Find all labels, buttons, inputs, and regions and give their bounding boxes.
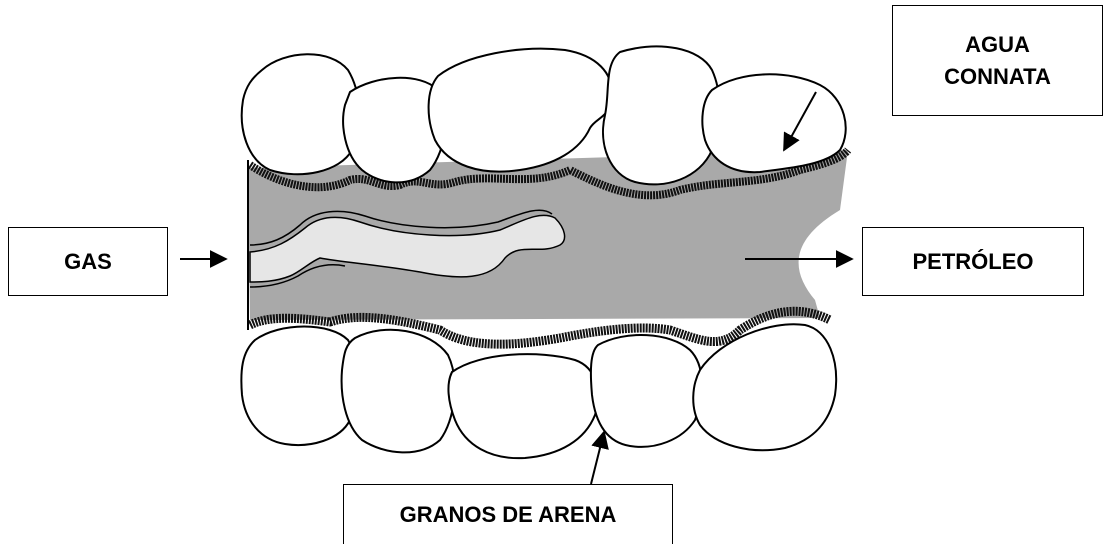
sand-grain	[448, 354, 598, 458]
sand-grains-top	[242, 46, 846, 184]
gas-label-box: GAS	[8, 227, 168, 296]
granos-arrow	[591, 432, 604, 484]
petroleo-label-box: PETRÓLEO	[862, 227, 1084, 296]
petroleo-label: PETRÓLEO	[912, 246, 1033, 278]
agua-connata-label-line2: CONNATA	[944, 61, 1051, 93]
sand-grain	[242, 54, 360, 174]
gas-label: GAS	[64, 246, 112, 278]
sand-grain	[702, 74, 845, 172]
sand-grain	[591, 335, 702, 447]
sand-grains-bottom	[241, 324, 836, 458]
agua-connata-label-line1: AGUA	[944, 29, 1051, 61]
sand-grain	[241, 327, 357, 446]
sand-grain	[429, 49, 613, 172]
granos-de-arena-label-box: GRANOS DE ARENA	[343, 484, 673, 544]
agua-connata-label-box: AGUA CONNATA	[892, 5, 1103, 116]
sand-grain	[342, 330, 455, 453]
granos-de-arena-label: GRANOS DE ARENA	[400, 499, 617, 531]
